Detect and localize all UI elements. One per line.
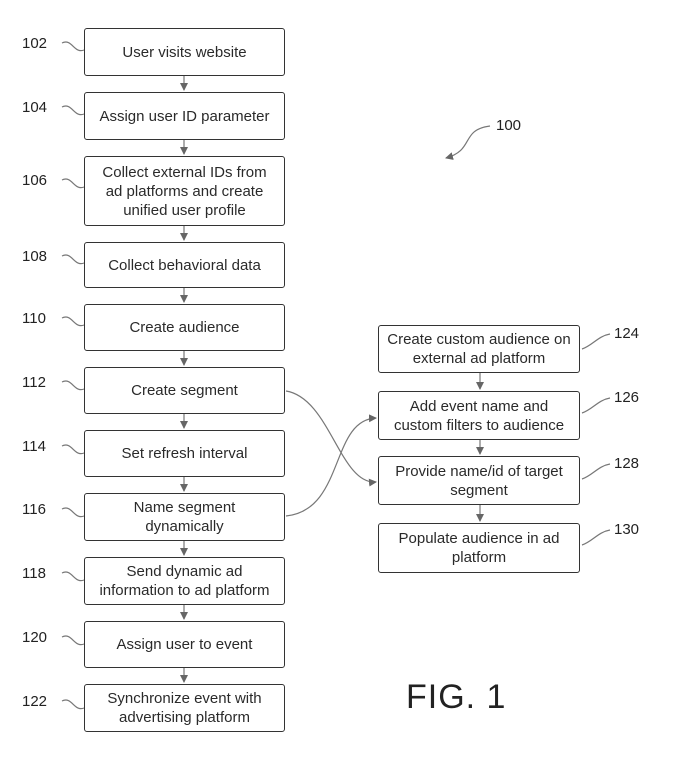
ref-130: 130 [614, 521, 639, 538]
leader-112 [62, 381, 84, 390]
leader-130 [582, 530, 610, 545]
ref-126: 126 [614, 389, 639, 406]
leader-118 [62, 572, 84, 581]
step-box-124: Create custom audience on external ad pl… [378, 325, 580, 373]
step-box-122: Synchronize event with advertising platf… [84, 684, 285, 732]
step-box-104: Assign user ID parameter [84, 92, 285, 140]
step-box-118: Send dynamic ad information to ad platfo… [84, 557, 285, 605]
ref-114: 114 [22, 438, 46, 455]
leader-106 [62, 179, 84, 188]
step-box-116: Name segment dynamically [84, 493, 285, 541]
leader-122 [62, 700, 84, 709]
leader-100 [446, 126, 490, 158]
leader-108 [62, 255, 84, 264]
step-box-112: Create segment [84, 367, 285, 414]
step-box-128: Provide name/id of target segment [378, 456, 580, 505]
curve-112-to-128 [286, 391, 376, 482]
ref-128: 128 [614, 455, 639, 472]
step-box-130: Populate audience in ad platform [378, 523, 580, 573]
step-box-110: Create audience [84, 304, 285, 351]
ref-102: 102 [22, 35, 47, 52]
leader-116 [62, 508, 84, 517]
step-box-126: Add event name and custom filters to aud… [378, 391, 580, 440]
leader-102 [62, 42, 84, 51]
leader-120 [62, 636, 84, 645]
leader-114 [62, 445, 84, 454]
ref-100: 100 [496, 117, 521, 134]
ref-118: 118 [22, 565, 46, 582]
ref-122: 122 [22, 693, 47, 710]
ref-116: 116 [22, 501, 46, 518]
leader-104 [62, 106, 84, 115]
ref-106: 106 [22, 172, 47, 189]
ref-110: 110 [22, 310, 46, 327]
leader-110 [62, 317, 84, 326]
ref-108: 108 [22, 248, 47, 265]
leader-126 [582, 398, 610, 413]
step-box-120: Assign user to event [84, 621, 285, 668]
ref-120: 120 [22, 629, 47, 646]
step-box-108: Collect behavioral data [84, 242, 285, 288]
step-box-114: Set refresh interval [84, 430, 285, 477]
leader-128 [582, 464, 610, 479]
step-box-106: Collect external IDs from ad platforms a… [84, 156, 285, 226]
figure-label: FIG. 1 [406, 678, 506, 717]
ref-104: 104 [22, 99, 47, 116]
ref-124: 124 [614, 325, 639, 342]
ref-112: 112 [22, 374, 46, 391]
step-box-102: User visits website [84, 28, 285, 76]
leader-124 [582, 334, 610, 349]
curve-116-to-126 [286, 418, 376, 516]
